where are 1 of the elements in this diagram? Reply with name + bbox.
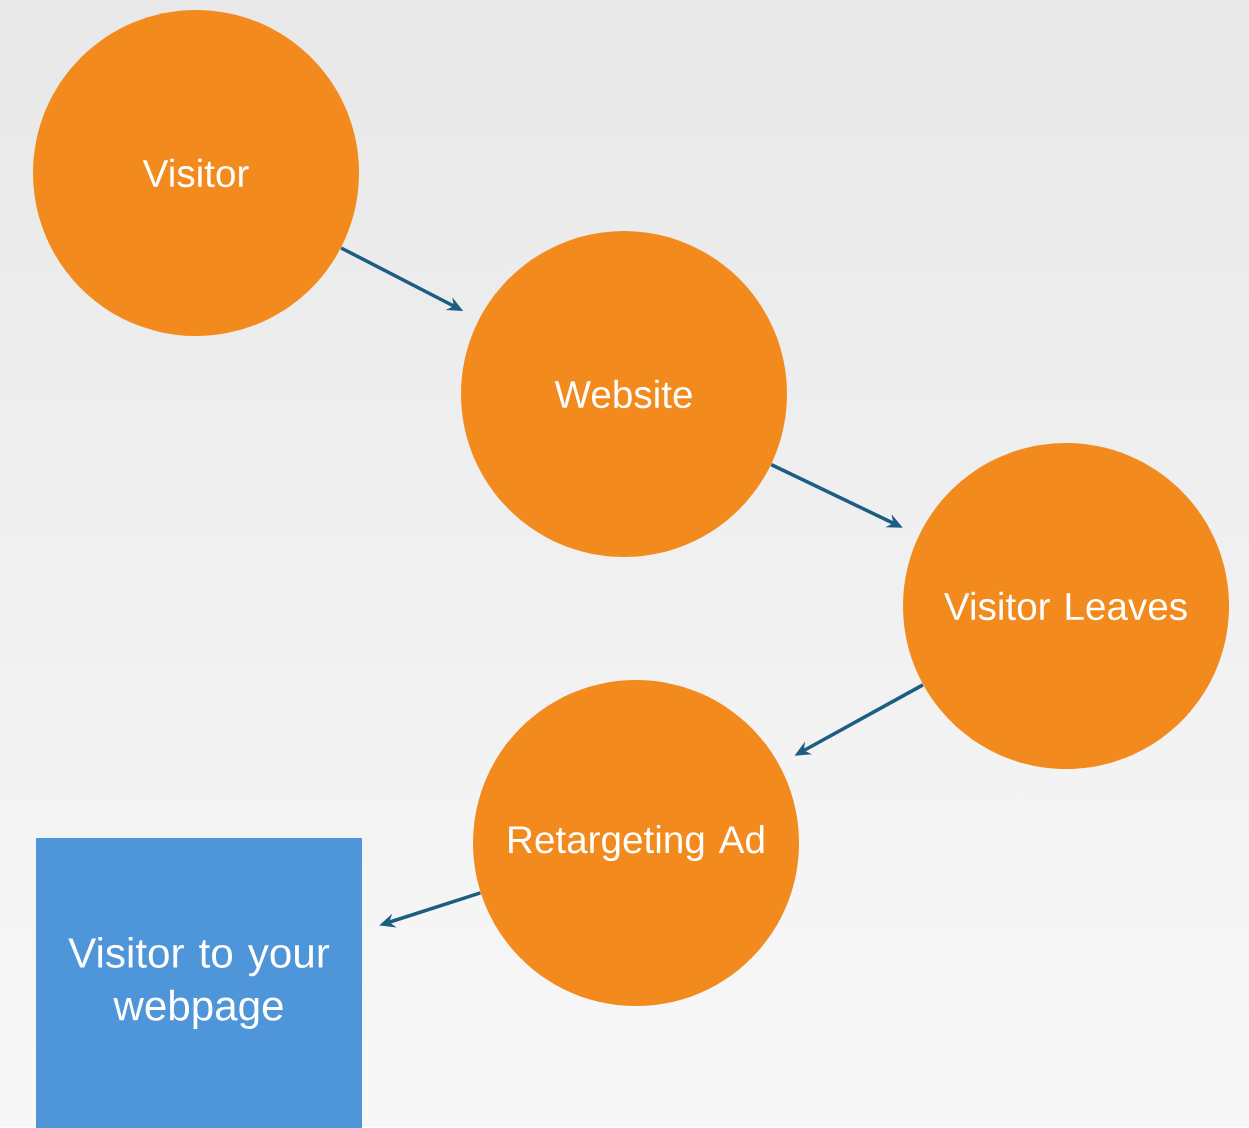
result-box: Visitor to your webpage bbox=[36, 838, 362, 1128]
